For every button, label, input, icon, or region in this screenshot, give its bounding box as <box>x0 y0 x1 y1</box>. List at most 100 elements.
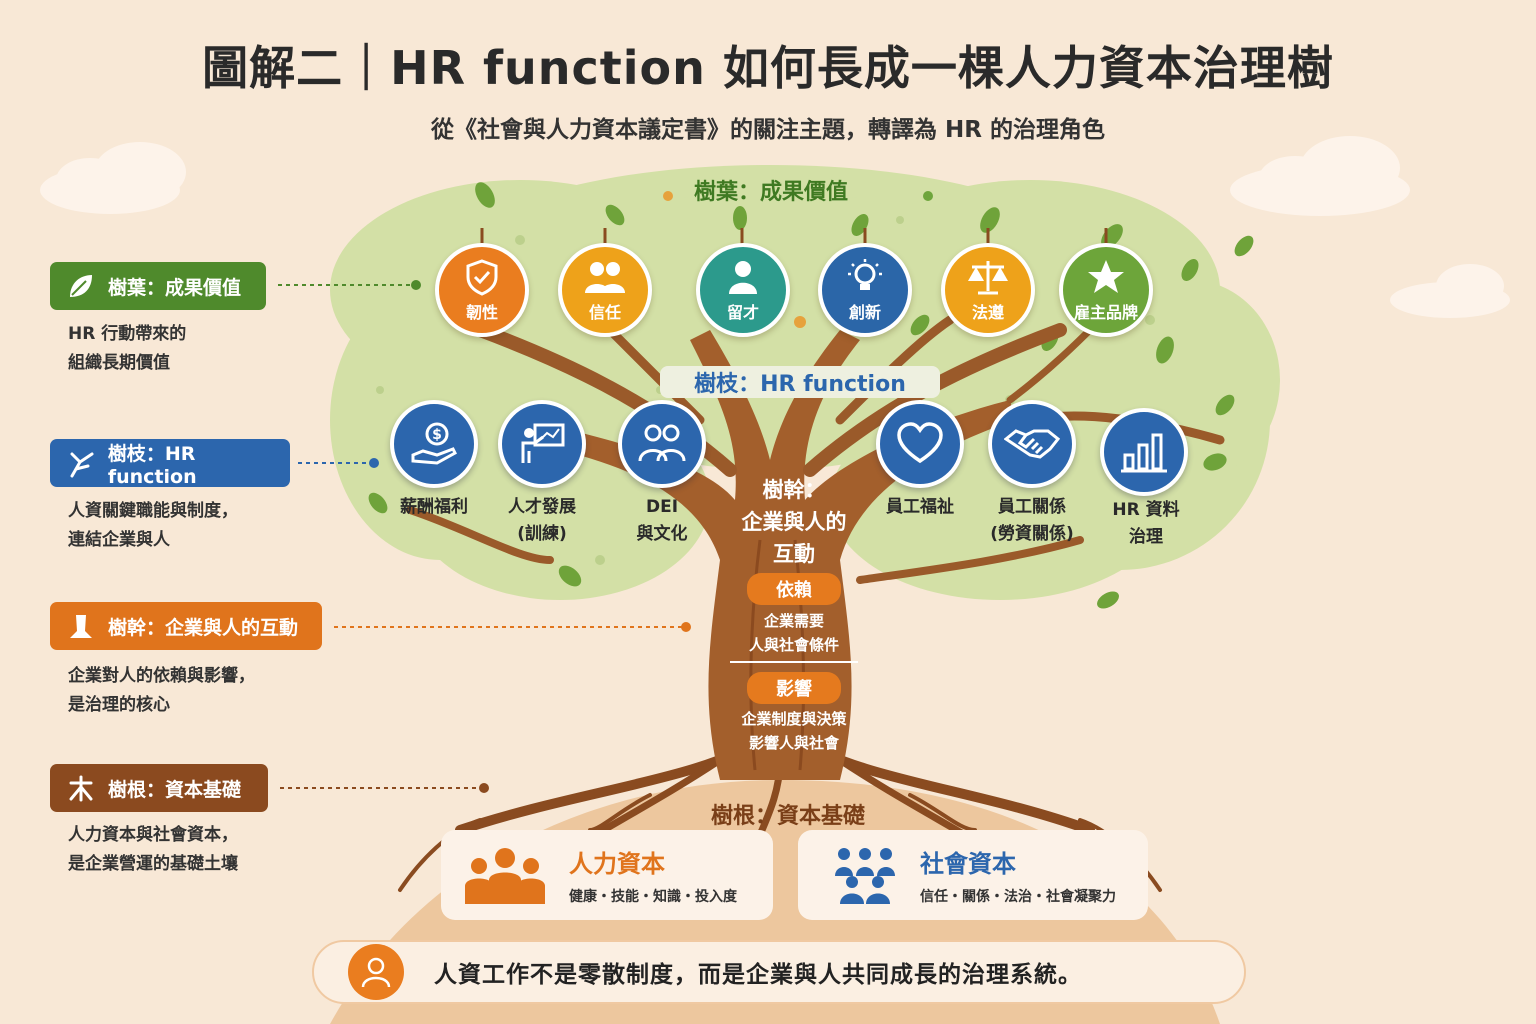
leaf-innovation: 創新 <box>818 243 912 337</box>
trunk-title-line3: 互動 <box>773 542 815 566</box>
legend-leaves-desc: HR 行動帶來的 組織長期價值 <box>68 320 186 378</box>
people-group-icon <box>465 848 545 904</box>
legend-leaves-desc-line2: 組織長期價值 <box>68 353 170 373</box>
legend-leaves-label: 樹葉：成果價值 <box>108 276 242 299</box>
connector-lines <box>278 284 684 789</box>
cloud-right <box>1230 136 1510 318</box>
legend-branches-desc-line1: 人資關鍵職能與制度， <box>68 501 238 521</box>
lightbulb-icon <box>848 259 882 290</box>
root-human-capital-desc: 健康・技能・知識・投入度 <box>569 889 737 905</box>
legend-trunk-desc-line2: 是治理的核心 <box>68 695 170 715</box>
branch-dei-label: DEI 與文化 <box>602 494 722 548</box>
dependency-desc-line1: 企業需要 <box>763 612 824 630</box>
community-icon <box>835 848 895 904</box>
branch-hr-data-label: HR 資料 治理 <box>1086 497 1206 551</box>
branch-talent-development-line1: 人才發展 <box>508 497 576 517</box>
leaf-employer-brand: 雇主品牌 <box>1059 243 1153 337</box>
heart-icon <box>897 422 943 464</box>
branch-dei <box>618 400 706 488</box>
impact-desc: 企業制度與決策 影響人與社會 <box>704 707 884 755</box>
page-subtitle: 從《社會與人力資本議定書》的關注主題，轉譯為 HR 的治理角色 <box>431 117 1105 143</box>
shield-check-icon <box>466 259 498 296</box>
branch-employee-relations-line1: 員工關係 <box>998 497 1066 517</box>
people-icon <box>585 262 625 293</box>
person-icon <box>729 261 757 294</box>
dependency-badge: 依賴 <box>747 573 841 605</box>
legend-trunk-desc: 企業對人的依賴與影響， 是治理的核心 <box>68 662 255 720</box>
impact-badge: 影響 <box>747 672 841 704</box>
branch-hr-data-line2: 治理 <box>1129 527 1163 547</box>
branch-talent-development <box>498 400 586 488</box>
money-hand-icon: $ <box>411 422 457 465</box>
footer-banner: 人資工作不是零散制度，而是企業與人共同成長的治理系統。 <box>312 940 1246 1004</box>
leaf-resilience: 韌性 <box>435 243 529 337</box>
branch-hr-data-line1: HR 資料 <box>1112 500 1180 520</box>
legend-branches-desc-line2: 連結企業與人 <box>68 530 170 550</box>
star-icon <box>1088 260 1124 293</box>
branch-icon <box>64 446 98 480</box>
leaf-resilience-label: 韌性 <box>465 303 498 322</box>
branches-title: 樹枝：HR function <box>660 366 940 398</box>
footer-text: 人資工作不是零散制度，而是企業與人共同成長的治理系統。 <box>434 962 1082 988</box>
diversity-icon <box>638 424 686 462</box>
legend-roots-label: 樹根：資本基礎 <box>108 778 242 801</box>
legend-roots-desc: 人力資本與社會資本， 是企業營運的基礎土壤 <box>68 821 238 879</box>
legend-roots-pill: 樹根：資本基礎 <box>50 764 268 812</box>
legend-trunk-label: 樹幹：企業與人的互動 <box>108 616 299 639</box>
branch-dei-line1: DEI <box>645 497 679 517</box>
leaf-retention: 留才 <box>696 243 790 337</box>
bar-chart-icon <box>1121 433 1167 473</box>
roots-title: 樹根：資本基礎 <box>710 804 865 829</box>
impact-desc-line1: 企業制度與決策 <box>741 710 847 728</box>
branch-hr-data <box>1100 408 1188 496</box>
leaf-compliance-label: 法遵 <box>971 303 1004 322</box>
page-title: 圖解二｜HR function 如何長成一棵人力資本治理樹 <box>202 41 1334 95</box>
cloud-left <box>40 142 186 214</box>
legend-leaves-desc-line1: HR 行動帶來的 <box>68 324 187 344</box>
legend-roots-desc-line1: 人力資本與社會資本， <box>68 825 238 845</box>
root-human-capital-title: 人力資本 <box>569 850 665 878</box>
teaching-icon <box>521 423 565 463</box>
branch-talent-development-line2: (訓練) <box>517 524 567 544</box>
root-human-capital: 人力資本 健康・技能・知識・投入度 <box>441 830 773 920</box>
dependency-desc-line2: 人與社會條件 <box>748 636 839 654</box>
leaf-employer-brand-label: 雇主品牌 <box>1073 303 1138 322</box>
leaf-trust: 信任 <box>558 243 652 337</box>
legend-roots-desc-line2: 是企業營運的基礎土壤 <box>68 854 238 874</box>
legend-trunk-desc-line1: 企業對人的依賴與影響， <box>68 666 255 686</box>
branch-wellbeing <box>876 400 964 488</box>
legend-trunk-pill: 樹幹：企業與人的互動 <box>50 602 322 650</box>
trunk-title-line1: 樹幹： <box>762 478 826 502</box>
branch-compensation-label: 薪酬福利 <box>374 494 494 521</box>
leaf-trust-label: 信任 <box>588 303 621 322</box>
branch-compensation: $ <box>390 400 478 488</box>
dependency-desc: 企業需要 人與社會條件 <box>704 609 884 657</box>
impact-desc-line2: 影響人與社會 <box>748 734 839 752</box>
legend-branches-label: 樹枝：HR function <box>107 442 197 488</box>
leaves-title: 樹葉：成果價值 <box>693 180 848 205</box>
roots-icon <box>64 771 98 805</box>
root-social-capital-desc: 信任・關係・法治・社會凝聚力 <box>920 889 1116 905</box>
root-social-capital: 社會資本 信任・關係・法治・社會凝聚力 <box>798 830 1148 920</box>
branch-dei-line2: 與文化 <box>636 524 688 544</box>
legend-branches-pill: 樹枝：HR function <box>50 439 290 488</box>
branch-wellbeing-line1: 員工福祉 <box>886 497 954 517</box>
branch-compensation-line1: 薪酬福利 <box>400 497 468 517</box>
branch-employee-relations <box>988 400 1076 488</box>
branch-employee-relations-label: 員工關係 (勞資關係) <box>970 494 1094 548</box>
branch-talent-development-label: 人才發展 (訓練) <box>482 494 602 548</box>
svg-text:$: $ <box>432 427 442 443</box>
trunk-title-line2: 企業與人的 <box>741 510 847 534</box>
leaf-icon <box>64 269 98 303</box>
branch-employee-relations-line2: (勞資關係) <box>990 524 1074 544</box>
legend-branches-desc: 人資關鍵職能與制度， 連結企業與人 <box>68 497 238 555</box>
leaf-sprites <box>368 182 1254 609</box>
leaf-retention-label: 留才 <box>726 303 759 322</box>
handshake-icon <box>1004 429 1060 459</box>
trunk-icon <box>64 609 98 643</box>
trunk-title: 樹幹： 企業與人的 互動 <box>704 474 884 570</box>
branch-wellbeing-label: 員工福祉 <box>860 494 980 521</box>
leaf-compliance: 法遵 <box>941 243 1035 337</box>
leaf-innovation-label: 創新 <box>848 303 881 322</box>
legend-leaves-pill: 樹葉：成果價值 <box>50 262 266 310</box>
